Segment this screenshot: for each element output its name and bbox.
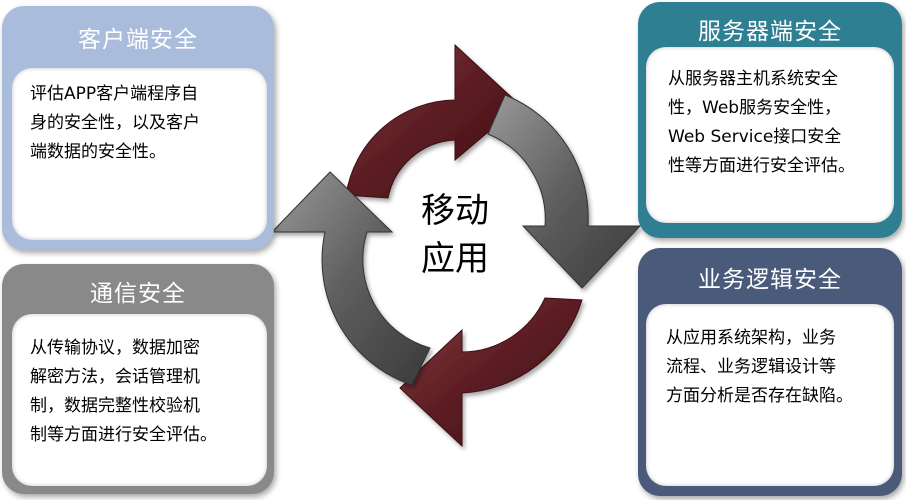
communication-security-panel: 通信安全 从传输协议，数据加密 解密方法，会话管理机 制，数据完整性校验机 制等… <box>2 264 274 494</box>
client-security-title: 客户端安全 <box>78 27 198 53</box>
right-cycle-arrow <box>487 94 642 289</box>
top-cycle-arrow <box>345 43 521 199</box>
business-logic-security-panel: 业务逻辑安全 从应用系统架构，业务 流程、业务逻辑设计等 方面分析是否存在缺陷。 <box>638 248 902 496</box>
bottom-cycle-arrow <box>399 297 583 448</box>
client-security-panel: 客户端安全 评估APP客户端程序自 身的安全性，以及客户 端数据的安全性。 <box>2 6 274 250</box>
server-security-text: 从服务器主机系统安全 性，Web服务安全性， Web Service接口安全 性… <box>646 47 894 223</box>
client-security-text: 评估APP客户端程序自 身的安全性，以及客户 端数据的安全性。 <box>12 68 267 240</box>
center-label: 移动 应用 <box>421 191 489 279</box>
business-logic-security-text: 从应用系统架构，业务 流程、业务逻辑设计等 方面分析是否存在缺陷。 <box>646 304 894 486</box>
communication-security-text: 从传输协议，数据加密 解密方法，会话管理机 制，数据完整性校验机 制等方面进行安… <box>12 314 267 486</box>
communication-security-title: 通信安全 <box>90 281 186 307</box>
server-security-panel: 服务器端安全 从服务器主机系统安全 性，Web服务安全性， Web Servic… <box>638 2 902 238</box>
server-security-title: 服务器端安全 <box>698 19 842 45</box>
business-logic-security-title: 业务逻辑安全 <box>698 267 842 293</box>
left-cycle-arrow <box>270 171 431 386</box>
